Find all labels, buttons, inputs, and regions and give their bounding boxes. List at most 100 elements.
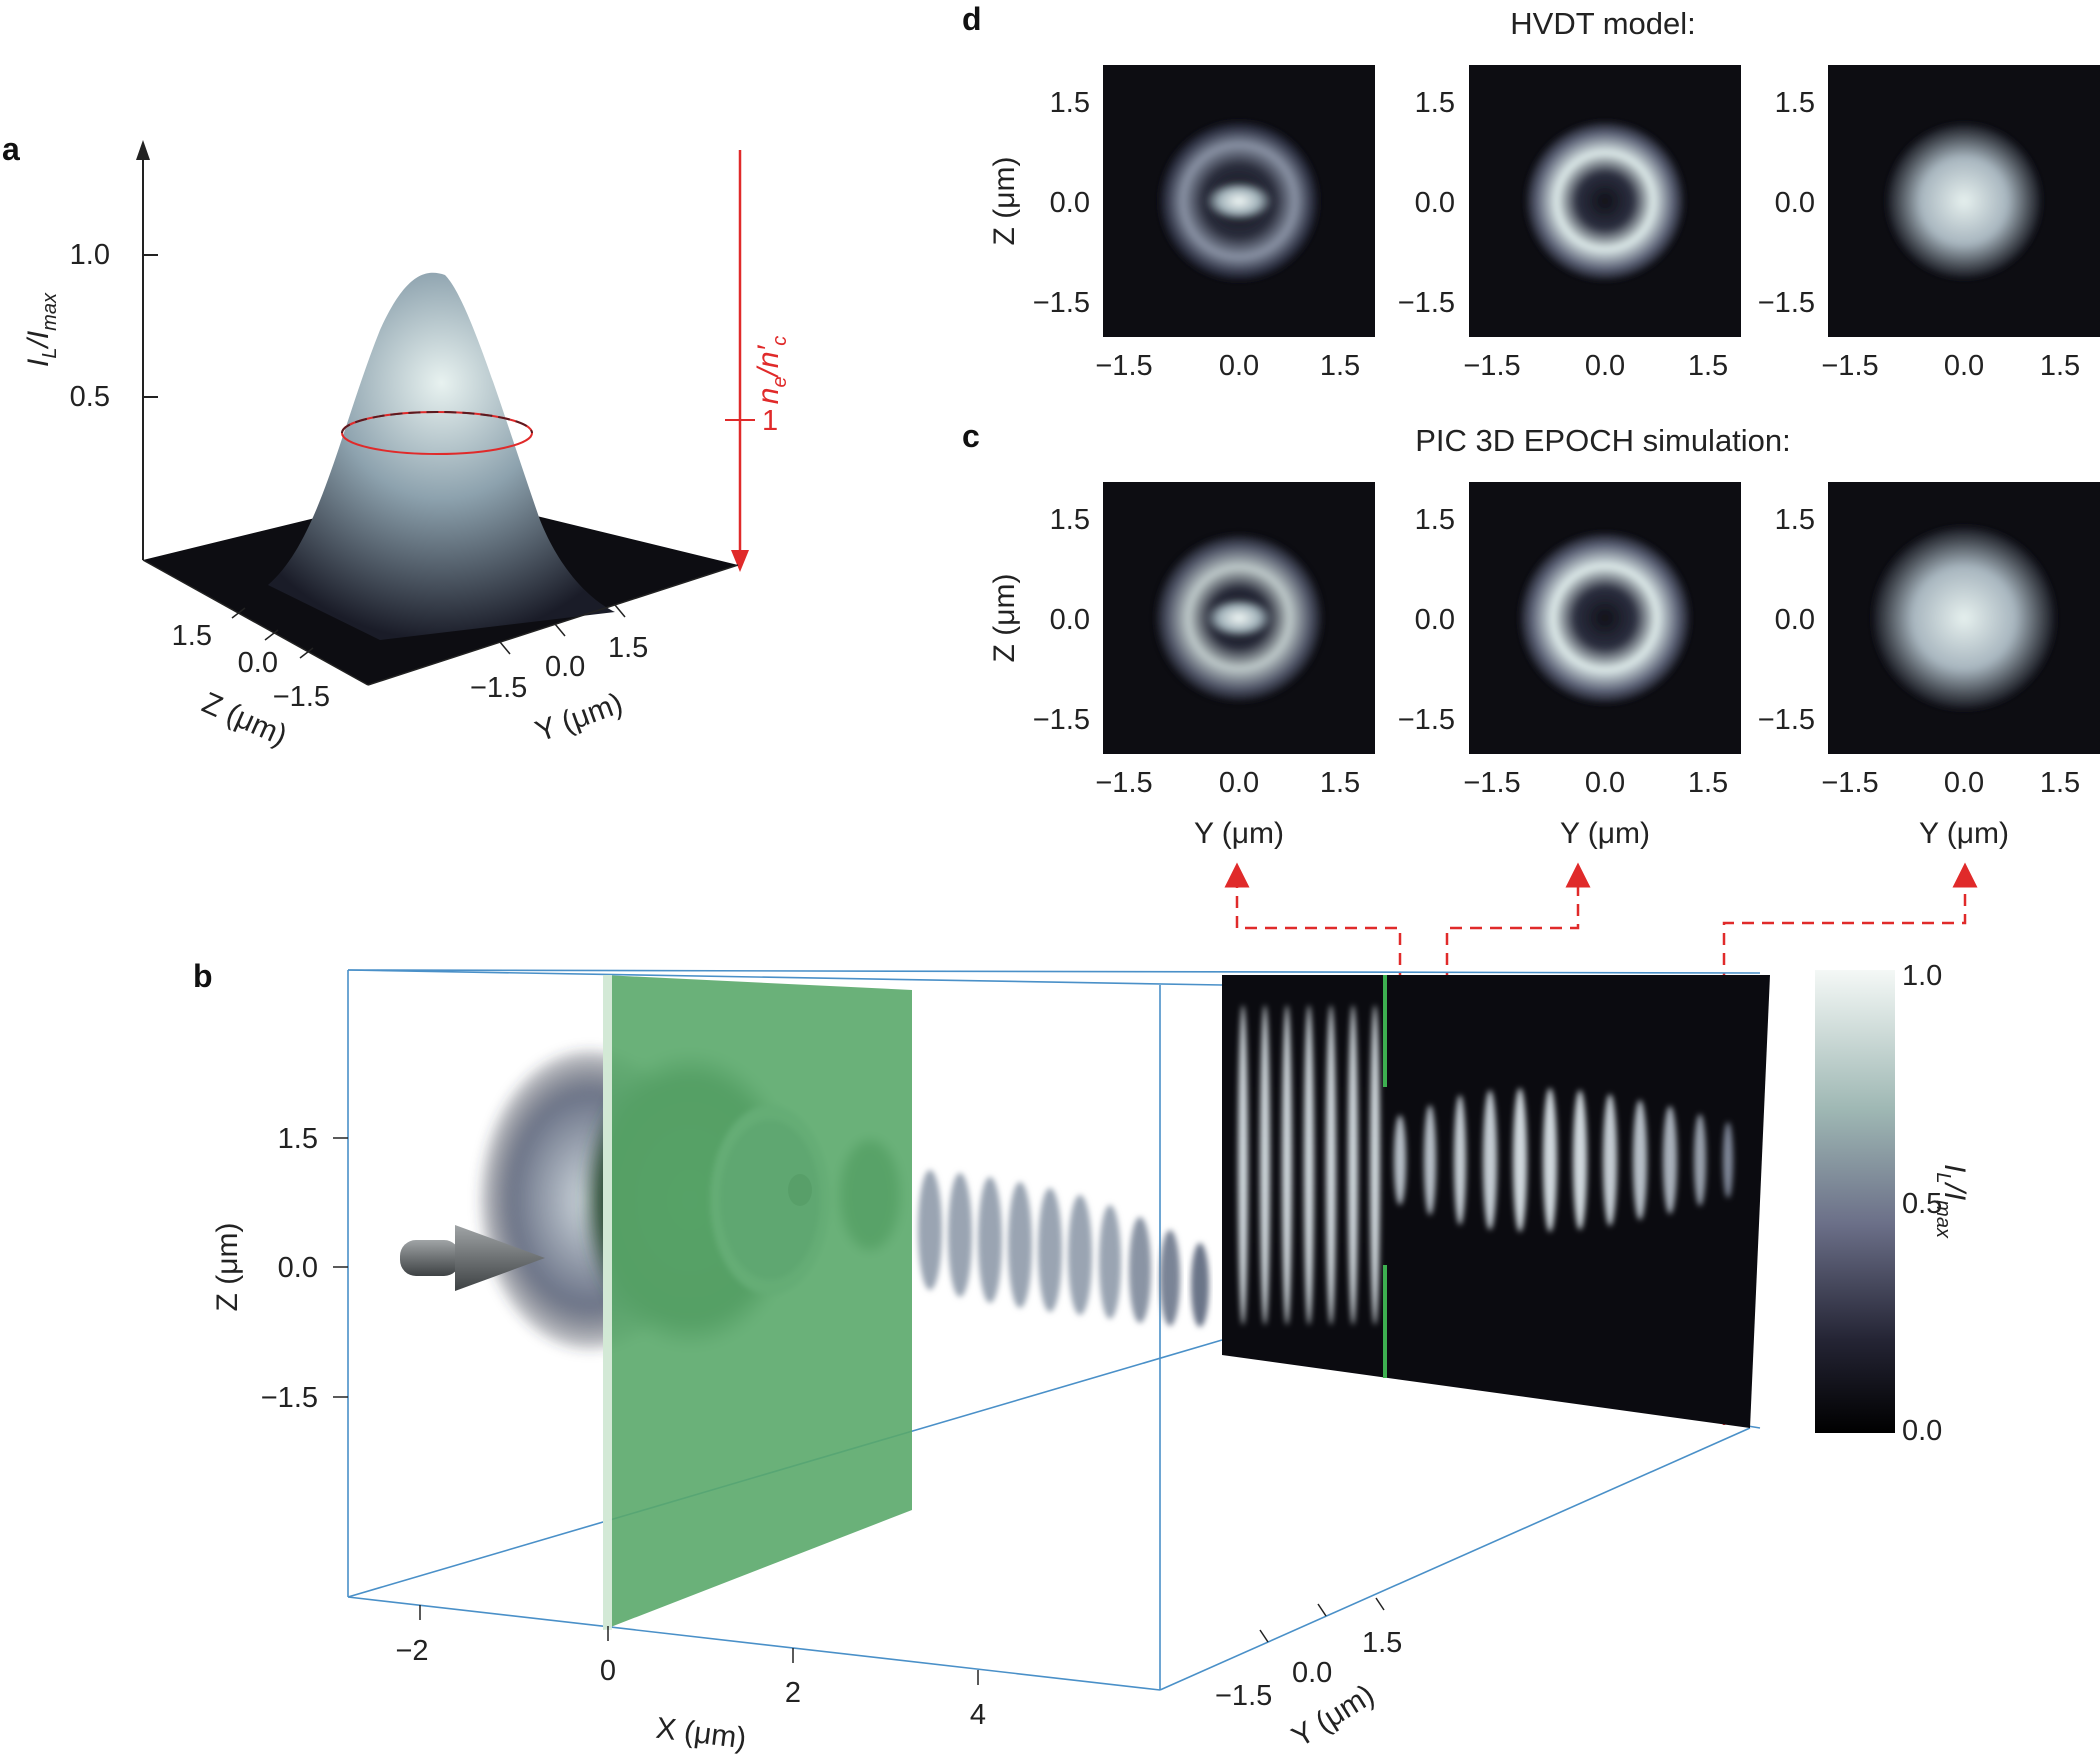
svg-text:1.5: 1.5 xyxy=(1688,767,1728,799)
c-y-axis-label-3: Y (μm) xyxy=(1919,817,2009,850)
svg-text:Z (μm): Z (μm) xyxy=(211,1223,244,1312)
b-colorbar xyxy=(1815,970,1895,1433)
d-xticks-1: −1.5 0.0 1.5 xyxy=(1095,350,1360,382)
svg-text:−1.5: −1.5 xyxy=(1398,704,1455,736)
panel-c-title: PIC 3D EPOCH simulation: xyxy=(1415,423,1791,458)
c-ticks-3: 1.5 0.0 −1.5 xyxy=(1758,504,1815,736)
a-ybase-tick-1: −1.5 xyxy=(470,672,527,704)
b-ztick-2: 0.0 xyxy=(278,1252,318,1284)
svg-text:1.5: 1.5 xyxy=(1415,504,1455,536)
panel-b: b xyxy=(193,958,1971,1755)
svg-text:−1.5: −1.5 xyxy=(1758,287,1815,319)
svg-text:1.5: 1.5 xyxy=(1320,350,1360,382)
b-z-axis-label: Z (μm) xyxy=(211,1223,244,1312)
svg-text:0.0: 0.0 xyxy=(1219,350,1259,382)
b-ytick-1: −1.5 xyxy=(1215,1680,1272,1712)
svg-text:1.5: 1.5 xyxy=(1050,504,1090,536)
svg-text:−1.5: −1.5 xyxy=(1821,767,1878,799)
panel-d-title: HVDT model: xyxy=(1510,6,1696,41)
svg-text:1.5: 1.5 xyxy=(1688,350,1728,382)
svg-text:ne/n′c: ne/n′c xyxy=(752,336,791,404)
svg-text:0.0: 0.0 xyxy=(1415,187,1455,219)
svg-text:0.0: 0.0 xyxy=(1050,604,1090,636)
svg-text:0.0: 0.0 xyxy=(1775,187,1815,219)
d-ticks-2: 1.5 0.0 −1.5 xyxy=(1398,87,1455,319)
svg-text:1.5: 1.5 xyxy=(2040,767,2080,799)
svg-text:−1.5: −1.5 xyxy=(1033,287,1090,319)
d-ticks-1: 1.5 0.0 −1.5 xyxy=(1033,87,1090,319)
b-y-axis-label: Y (μm) xyxy=(1286,1678,1380,1754)
a-density-tick: 1 xyxy=(762,405,778,437)
a-ytick-2: 0.5 xyxy=(70,381,110,413)
panel-c-letter: c xyxy=(962,418,980,454)
b-cbar-tick-1: 1.0 xyxy=(1902,960,1942,992)
svg-text:IL/Imax: IL/Imax xyxy=(1932,1164,1971,1239)
intensity-axis-arrow xyxy=(136,140,150,160)
b-xtick-1: −2 xyxy=(395,1635,428,1667)
a-y-axis-label-base: Y (μm) xyxy=(531,687,627,749)
c-z-axis-label: Z (μm) xyxy=(988,574,1021,663)
svg-text:−1.5: −1.5 xyxy=(1033,704,1090,736)
svg-text:−1.5: −1.5 xyxy=(1095,767,1152,799)
svg-text:1.5: 1.5 xyxy=(1775,504,1815,536)
c-xticks-1: −1.5 0.0 1.5 xyxy=(1095,767,1360,799)
svg-text:1.5: 1.5 xyxy=(2040,350,2080,382)
svg-text:Z (μm): Z (μm) xyxy=(988,157,1021,246)
svg-text:−1.5: −1.5 xyxy=(1095,350,1152,382)
svg-text:1.5: 1.5 xyxy=(1775,87,1815,119)
svg-text:−1.5: −1.5 xyxy=(1463,350,1520,382)
svg-text:0.0: 0.0 xyxy=(1775,604,1815,636)
b-colorbar-label: IL/Imax xyxy=(1932,1164,1971,1239)
c-ticks-1: 1.5 0.0 −1.5 xyxy=(1033,504,1090,736)
svg-text:1.5: 1.5 xyxy=(1415,87,1455,119)
c-xticks-2: −1.5 0.0 1.5 xyxy=(1463,767,1728,799)
b-ytick-2: 0.0 xyxy=(1292,1657,1332,1689)
panel-b-letter: b xyxy=(193,958,213,994)
c-ticks-2: 1.5 0.0 −1.5 xyxy=(1398,504,1455,736)
b-xtick-2: 0 xyxy=(600,1655,616,1687)
d-xticks-3: −1.5 0.0 1.5 xyxy=(1821,350,2080,382)
c-y-axis-label-2: Y (μm) xyxy=(1560,817,1650,850)
svg-text:−1.5: −1.5 xyxy=(1821,350,1878,382)
c-xticks-3: −1.5 0.0 1.5 xyxy=(1821,767,2080,799)
a-density-axis-label: ne/n′c xyxy=(752,336,791,404)
b-ytick-3: 1.5 xyxy=(1362,1627,1402,1659)
b-incident-arrow xyxy=(400,1225,545,1291)
c-y-axis-label-1: Y (μm) xyxy=(1194,817,1284,850)
b-target-foil xyxy=(603,975,912,1630)
svg-text:Z (μm): Z (μm) xyxy=(988,574,1021,663)
a-gaussian-peak xyxy=(268,272,615,640)
panel-a: a 1.0 0.5 IL/Imax 1 ne/n′c xyxy=(2,131,791,753)
svg-text:−1.5: −1.5 xyxy=(1758,704,1815,736)
b-slice-fringes xyxy=(1238,1005,1733,1325)
svg-text:0.0: 0.0 xyxy=(1415,604,1455,636)
panel-d-letter: d xyxy=(962,1,982,37)
svg-text:IL/Imax: IL/Imax xyxy=(22,292,61,367)
b-cbar-tick-3: 0.0 xyxy=(1902,1415,1942,1447)
b-cbar-tick-2: 0.5 xyxy=(1902,1188,1942,1220)
svg-text:−1.5: −1.5 xyxy=(1463,767,1520,799)
panel-d: d HVDT model: 1.5 0.0 −1.5 1.5 0.0 −1.5 … xyxy=(962,1,2100,382)
d-xticks-2: −1.5 0.0 1.5 xyxy=(1463,350,1728,382)
d-ticks-3: 1.5 0.0 −1.5 xyxy=(1758,87,1815,319)
b-xtick-4: 4 xyxy=(970,1699,986,1731)
svg-text:0.0: 0.0 xyxy=(1219,767,1259,799)
svg-text:0.0: 0.0 xyxy=(1585,767,1625,799)
svg-text:1.5: 1.5 xyxy=(1050,87,1090,119)
a-y-axis-label: IL/Imax xyxy=(22,292,61,367)
a-ztick-3: −1.5 xyxy=(273,681,330,713)
svg-text:0.0: 0.0 xyxy=(1944,767,1984,799)
b-ztick-1: 1.5 xyxy=(278,1123,318,1155)
svg-text:−1.5: −1.5 xyxy=(1398,287,1455,319)
a-ztick-2: 0.0 xyxy=(238,647,278,679)
a-ytick-1: 1.0 xyxy=(70,239,110,271)
a-ybase-tick-3: 1.5 xyxy=(608,632,648,664)
a-ybase-tick-2: 0.0 xyxy=(545,651,585,683)
b-xtick-3: 2 xyxy=(785,1677,801,1709)
b-intensity-slice xyxy=(1222,975,1770,1428)
b-x-axis-label: X (μm) xyxy=(654,1712,748,1756)
svg-text:0.0: 0.0 xyxy=(1585,350,1625,382)
a-ztick-1: 1.5 xyxy=(172,620,212,652)
panel-c: c PIC 3D EPOCH simulation: 1.5 0.0 −1.5 … xyxy=(962,418,2100,850)
